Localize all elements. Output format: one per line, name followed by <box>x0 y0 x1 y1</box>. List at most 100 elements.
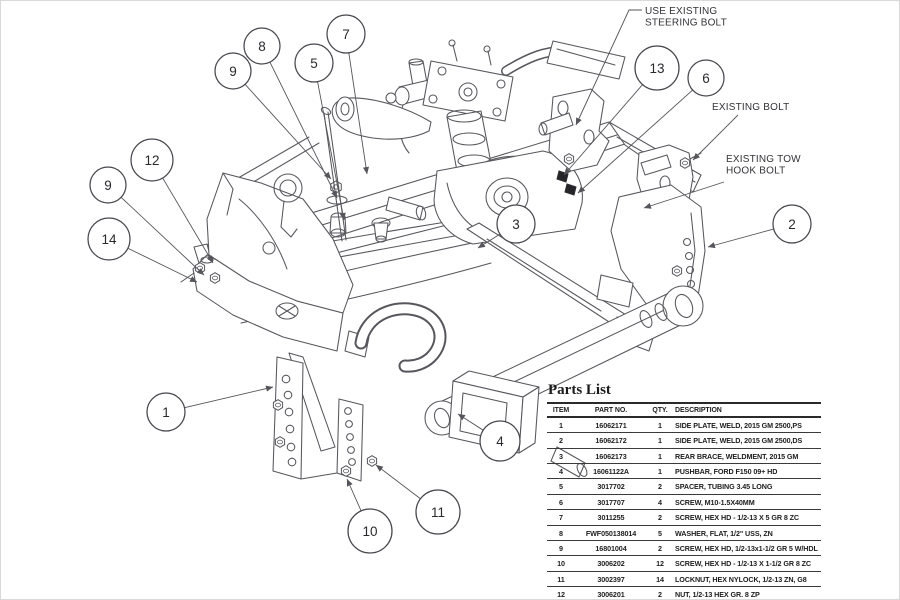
part-row: 1 16062171 1 SIDE PLATE, WELD, 2015 GM 2… <box>547 416 821 434</box>
callout-number: 6 <box>702 71 710 86</box>
leader-line <box>163 178 213 263</box>
part-row: 10 3006202 12 SCREW, HEX HD - 1/2-13 X 1… <box>547 555 821 572</box>
part-description: SCREW, HEX HD, 1/2-13x1-1/2 GR 5 W/HDL <box>673 540 821 557</box>
part-qty: 2 <box>647 509 673 526</box>
leader-line <box>707 229 774 249</box>
leader-line <box>349 53 370 175</box>
push-plate-drawing <box>273 353 378 481</box>
part-description: SPACER, TUBING 3.45 LONG <box>673 478 821 495</box>
callout-number: 9 <box>104 178 112 193</box>
part-qty: 2 <box>647 478 673 495</box>
use-existing-steering-bolt-label: USE EXISTING <box>645 6 717 17</box>
part-description: PUSHBAR, FORD F150 09+ HD <box>673 463 821 480</box>
part-qty: 1 <box>647 416 673 434</box>
callout-number: 8 <box>258 39 266 54</box>
callout-number: 13 <box>649 61 664 76</box>
part-description: SIDE PLATE, WELD, 2015 GM 2500,PS <box>673 416 821 434</box>
part-description: SCREW, HEX HD - 1/2-13 X 5 GR 8 ZC <box>673 509 821 526</box>
callout-balloon <box>635 46 679 90</box>
part-qty: 4 <box>647 494 673 511</box>
callout-balloon <box>244 28 280 64</box>
existing-tow-hook-bolt-label: HOOK BOLT <box>726 166 785 177</box>
parts-list-title: Parts List <box>548 382 611 398</box>
callout-number: 7 <box>342 27 350 42</box>
leader-line <box>458 414 483 430</box>
part-row: 4 16061122A 1 PUSHBAR, FORD F150 09+ HD <box>547 463 821 480</box>
callout-number: 11 <box>431 505 445 520</box>
callout-number: 3 <box>512 217 520 232</box>
part-number: 3017702 <box>575 478 647 495</box>
callout-balloon <box>147 393 185 431</box>
part-qty: 1 <box>647 432 673 449</box>
existing-tow-hook-bolt-label: EXISTING TOW <box>726 154 801 165</box>
part-number: 3002397 <box>575 571 647 588</box>
part-number: 16062172 <box>575 432 647 449</box>
callout-number: 10 <box>362 524 377 539</box>
callout-balloon <box>131 139 173 181</box>
part-row: 2 16062172 1 SIDE PLATE, WELD, 2015 GM 2… <box>547 432 821 449</box>
leader-line <box>121 197 204 275</box>
part-qty: 2 <box>647 586 673 599</box>
part-qty: 1 <box>647 463 673 480</box>
callout-balloon <box>90 167 126 203</box>
callout-number: 1 <box>162 405 170 420</box>
part-item-number: 7 <box>547 509 575 526</box>
leader-line <box>376 465 420 499</box>
part-number: 3006201 <box>575 586 647 599</box>
callout-balloon <box>480 421 520 461</box>
part-item-number: 5 <box>547 478 575 495</box>
callout-balloon <box>327 15 365 53</box>
callout-balloon <box>688 60 724 96</box>
callout-number: 5 <box>310 56 318 71</box>
part-item-number: 3 <box>547 448 575 464</box>
part-description: WASHER, FLAT, 1/2" USS, ZN <box>673 525 821 541</box>
part-number: 3017707 <box>575 494 647 511</box>
part-description: SCREW, HEX HD - 1/2-13 X 1-1/2 GR 8 ZC <box>673 555 821 572</box>
part-qty: 5 <box>647 525 673 541</box>
part-row: 11 3002397 14 LOCKNUT, HEX NYLOCK, 1/2-1… <box>547 571 821 588</box>
part-number: 16062171 <box>575 416 647 434</box>
part-number: 16062173 <box>575 448 647 464</box>
part-qty: 14 <box>647 571 673 588</box>
leader-line <box>128 248 197 282</box>
part-row: 3 16062173 1 REAR BRACE, WELDMENT, 2015 … <box>547 448 821 464</box>
control-arm-drawing <box>332 97 431 139</box>
part-qty: 2 <box>647 540 673 557</box>
part-item-number: 11 <box>547 571 575 588</box>
leader-line <box>318 82 346 221</box>
leader-line <box>245 84 331 179</box>
tow-hook-drawing <box>345 309 440 366</box>
leader-line <box>564 85 643 175</box>
part-item-number: 10 <box>547 555 575 572</box>
part-number: FWF050138014 <box>575 525 647 541</box>
callout-balloon <box>88 218 130 260</box>
part-number: 3011255 <box>575 509 647 526</box>
part-description: SIDE PLATE, WELD, 2015 GM 2500,DS <box>673 432 821 449</box>
leader-line <box>185 385 274 408</box>
part-item-number: 9 <box>547 540 575 557</box>
part-row: 12 3006201 2 NUT, 1/2-13 HEX GR. 8 ZP <box>547 586 821 599</box>
callout-balloon <box>497 205 535 243</box>
callout-number: 2 <box>788 217 796 232</box>
use-existing-steering-bolt-label: STEERING BOLT <box>645 18 727 29</box>
part-description: NUT, 1/2-13 HEX GR. 8 ZP <box>673 586 821 599</box>
col-header-qty: QTY. <box>647 402 673 418</box>
callout-number: 4 <box>496 434 504 449</box>
callout-balloon <box>773 205 811 243</box>
part-item-number: 8 <box>547 525 575 541</box>
part-item-number: 12 <box>547 586 575 599</box>
part-number: 3006202 <box>575 555 647 572</box>
part-description: SCREW, M10-1.5X40MM <box>673 494 821 511</box>
part-qty: 12 <box>647 555 673 572</box>
part-item-number: 6 <box>547 494 575 511</box>
leader-line <box>478 234 500 248</box>
part-item-number: 4 <box>547 463 575 480</box>
part-description: LOCKNUT, HEX NYLOCK, 1/2-13 ZN, G8 <box>673 571 821 588</box>
parts-table-header-row: ITEM PART NO. QTY. DESCRIPTION <box>547 402 821 418</box>
part-item-number: 1 <box>547 416 575 434</box>
existing-tow-hook-bolt-leader <box>643 182 724 209</box>
